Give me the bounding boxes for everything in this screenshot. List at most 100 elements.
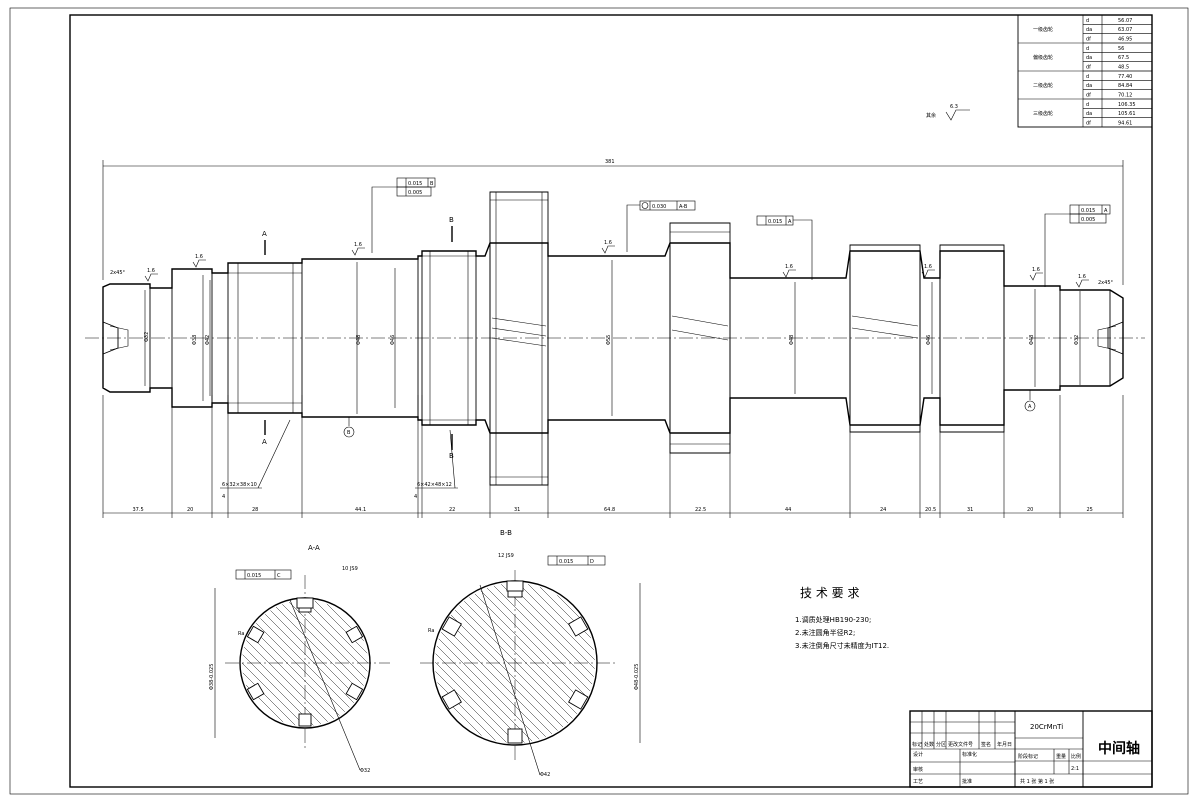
gear-param-value: 56.07: [1118, 18, 1132, 24]
gear-param-symbol: df: [1086, 121, 1091, 127]
gear-param-value: 70.12: [1118, 93, 1132, 99]
inner-border: [69, 14, 1153, 788]
length-dim-label: 64.8: [604, 507, 615, 513]
section-mark-a-bottom: A: [262, 438, 267, 446]
length-dim-label: 31: [967, 507, 973, 513]
section-mark-a-top: A: [262, 230, 267, 238]
title-sheets: 共 1 张 第 1 张: [1020, 778, 1054, 785]
section-bb-bottom: Φ42: [540, 772, 550, 778]
datum-symbols: B A: [343, 390, 1036, 438]
tolerance-frame-3: 0.015 A: [756, 215, 813, 280]
title-row-label-1: 标记: [912, 741, 922, 748]
title-weight-label: 重量: [1056, 753, 1066, 760]
section-bb-tag: Ra: [428, 628, 434, 634]
gear-param-value: 105.61: [1118, 111, 1136, 117]
diameter-dims: Φ32 Φ38 Φ42 Φ48 Φ46 Φ55 Φ48 Φ46 Φ48 Φ32: [144, 260, 1081, 416]
diameter-label-10: Φ32: [1074, 335, 1080, 345]
tol4-ref: A: [1104, 208, 1108, 214]
gear-param-value: 84.84: [1118, 83, 1132, 89]
diameter-label-3: Φ42: [205, 335, 211, 345]
section-aa-frame-value: 0.015: [247, 573, 261, 579]
diameter-label-9: Φ48: [1029, 335, 1035, 345]
gear-group-2: 偏级齿轮: [1033, 54, 1053, 61]
shaft-profile: [102, 191, 1124, 486]
diameter-label-5: Φ46: [390, 335, 396, 345]
title-block: 20CrMnTi 中间轴 阶段标记 重量 比例 2:1 共 1 张 第 1 张 …: [909, 710, 1153, 788]
gear-param-symbol: d: [1086, 46, 1089, 52]
gear-param-symbol: d: [1086, 74, 1089, 80]
tol2-value: 0.030: [652, 204, 666, 210]
technical-requirements: 技 术 要 求 1.调质处理HB190-230; 2.未注圆角半径R2; 3.未…: [795, 586, 889, 650]
title-scale: 2:1: [1071, 766, 1079, 772]
tol2-ref: A-B: [679, 204, 688, 210]
section-bb: B-B 0.015 D 12 JS9 Φ48-0.025 Φ42 Ra: [420, 529, 641, 778]
diameter-label-6: Φ55: [606, 335, 612, 345]
length-dim-label: 20: [187, 507, 193, 513]
overall-length-dim: 381: [102, 159, 1124, 285]
chamfer-right: 2x45°: [1098, 280, 1114, 286]
section-mark-b-bottom: B: [449, 452, 454, 460]
roughness-mark-3: 1.6: [354, 242, 362, 248]
tech-req-title: 技 术 要 求: [800, 586, 859, 600]
tol1-ref: B: [430, 181, 434, 187]
title-row-label-2: 处数: [924, 741, 934, 748]
section-bb-dia: Φ48-0.025: [634, 664, 640, 690]
title-material: 20CrMnTi: [1030, 723, 1063, 731]
roughness-mark-1: 1.6: [147, 268, 155, 274]
gear-param-symbol: da: [1086, 55, 1092, 61]
spline-notes: 6×32×38×10 6×42×48×12 4 4: [220, 419, 458, 500]
tol4-value-b: 0.005: [1081, 217, 1095, 223]
length-dim-label: 22: [449, 507, 455, 513]
gear-param-value: 94.61: [1118, 121, 1132, 127]
gear-param-value: 63.07: [1118, 27, 1132, 33]
gear-param-symbol: df: [1086, 93, 1091, 99]
roughness-mark-5: 1.6: [785, 264, 793, 270]
title-row-label-6: 年月日: [997, 741, 1012, 748]
diameter-label-2: Φ38: [192, 335, 198, 345]
gear-param-symbol: df: [1086, 37, 1091, 43]
length-dim-label: 37.5: [133, 507, 144, 513]
length-dim-label: 31: [514, 507, 520, 513]
tolerance-frame-2: 0.030 A-B: [626, 200, 696, 252]
title-design: 设计: [913, 751, 923, 758]
tech-req-item-2: 2.未注圆角半径R2;: [795, 628, 855, 637]
overall-length-text: 381: [605, 159, 615, 165]
small-dim-2: 4: [414, 494, 417, 500]
gear-param-value: 56: [1118, 46, 1124, 52]
tol4-value: 0.015: [1081, 208, 1095, 214]
section-aa-dia: Φ38-0.025: [209, 664, 215, 690]
roughness-mark-7: 1.6: [1032, 267, 1040, 273]
gear-param-value: 67.5: [1118, 55, 1129, 61]
section-bb-frame-value: 0.015: [559, 559, 573, 565]
section-markers: A A B B: [262, 216, 454, 460]
gear-param-symbol: d: [1086, 18, 1089, 24]
gear-param-symbol: da: [1086, 27, 1092, 33]
gear-param-value: 46.95: [1118, 37, 1132, 43]
length-dim-label: 20: [1027, 507, 1033, 513]
roughness-marks: 1.6 1.6 1.6 1.6 1.6 1.6 1.6 1.6: [144, 240, 1089, 288]
spline-note-left: 6×32×38×10: [222, 482, 257, 488]
section-aa-bottom: Φ32: [360, 768, 370, 774]
tol1-value-b: 0.005: [408, 190, 422, 196]
diameter-label-1: Φ32: [144, 332, 150, 342]
diameter-label-4: Φ48: [356, 335, 362, 345]
gear-param-symbol: da: [1086, 83, 1092, 89]
diameter-label-7: Φ48: [789, 335, 795, 345]
title-stage-label: 阶段标记: [1018, 753, 1038, 760]
datum-label-a: A: [1028, 404, 1032, 410]
tol3-value: 0.015: [768, 219, 782, 225]
diameter-label-8: Φ46: [926, 335, 932, 345]
title-row-label-5: 签名: [981, 741, 991, 748]
length-dim-label: 20.5: [925, 507, 936, 513]
gear-param-symbol: d: [1086, 102, 1089, 108]
length-dim-label: 28: [252, 507, 258, 513]
roughness-mark-6: 1.6: [924, 264, 932, 270]
gear-group-3: 二级齿轮: [1033, 82, 1053, 89]
section-aa: A-A 0.015 C 10 JS9 Φ38-0.025 Φ32 Ra: [209, 544, 390, 774]
title-row-label-4: 更改文件号: [948, 741, 973, 748]
roughness-note-value: 6.3: [950, 104, 958, 110]
outer-border: [9, 7, 1189, 795]
title-standard: 标准化: [962, 751, 977, 758]
